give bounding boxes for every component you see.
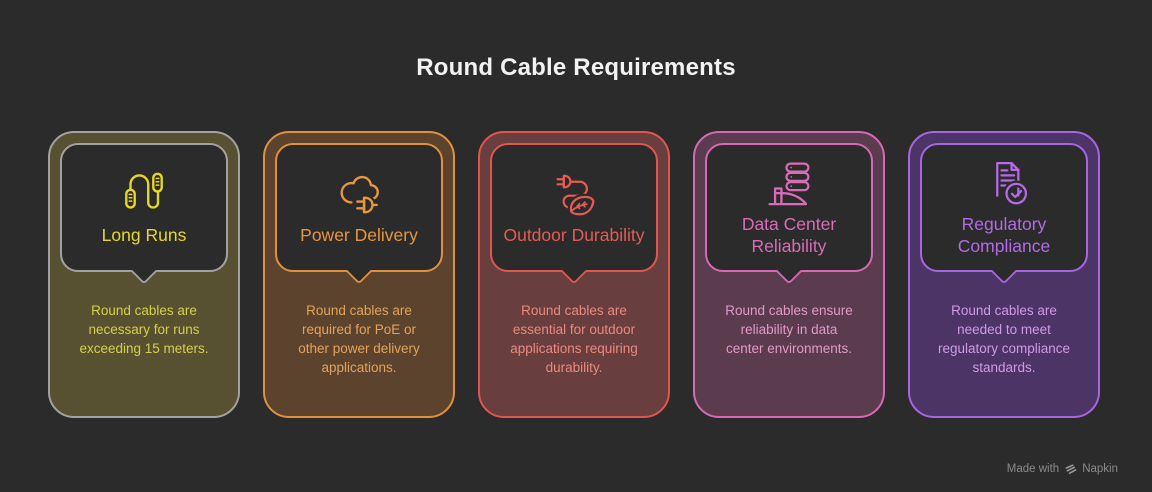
card-title: Regulatory Compliance (957, 214, 1051, 256)
card-header-bubble: Long Runs (60, 143, 228, 285)
bubble-tail (775, 257, 803, 285)
card-description: Round cables are needed to meet regulato… (937, 303, 1071, 376)
napkin-watermark: Made with Napkin (1007, 462, 1118, 475)
card-description: Round cables ensure reliability in data … (725, 303, 853, 357)
bubble-tail (345, 257, 373, 285)
card-title: Outdoor Durability (503, 224, 645, 245)
page-title: Round Cable Requirements (416, 54, 736, 81)
watermark-prefix: Made with (1006, 462, 1060, 475)
cable-icon (117, 167, 171, 221)
card-title: Power Delivery (300, 224, 418, 245)
bubble-tail (560, 257, 588, 285)
cards-row: Long Runs Round cables are necessary for… (48, 131, 1100, 418)
card-header-bubble: Data Center Reliability (705, 143, 873, 285)
card-title: Long Runs (101, 224, 187, 245)
card-outdoor-durability: Outdoor Durability Round cables are esse… (478, 131, 670, 418)
bubble-tail (130, 257, 158, 285)
card-header-bubble: Power Delivery (275, 143, 443, 285)
server-hand-icon (762, 156, 816, 210)
card-header-bubble: Outdoor Durability (490, 143, 658, 285)
card-description: Round cables are necessary for runs exce… (79, 303, 209, 357)
card-regulatory-compliance: Regulatory Compliance Round cables are n… (908, 131, 1100, 418)
document-check-icon (977, 156, 1031, 210)
watermark-brand: Napkin (1082, 462, 1118, 475)
card-data-center-reliability: Data Center Reliability Round cables ens… (693, 131, 885, 418)
napkin-logo-icon (1064, 462, 1077, 475)
card-power-delivery: Power Delivery Round cables are required… (263, 131, 455, 418)
card-long-runs: Long Runs Round cables are necessary for… (48, 131, 240, 418)
bubble-tail (990, 257, 1018, 285)
card-description: Round cables are required for PoE or oth… (298, 303, 420, 376)
cloud-plug-icon (332, 167, 386, 221)
card-title: Data Center Reliability (741, 214, 837, 256)
card-description: Round cables are essential for outdoor a… (510, 303, 638, 376)
card-header-bubble: Regulatory Compliance (920, 143, 1088, 285)
plug-leaf-icon (547, 167, 601, 221)
